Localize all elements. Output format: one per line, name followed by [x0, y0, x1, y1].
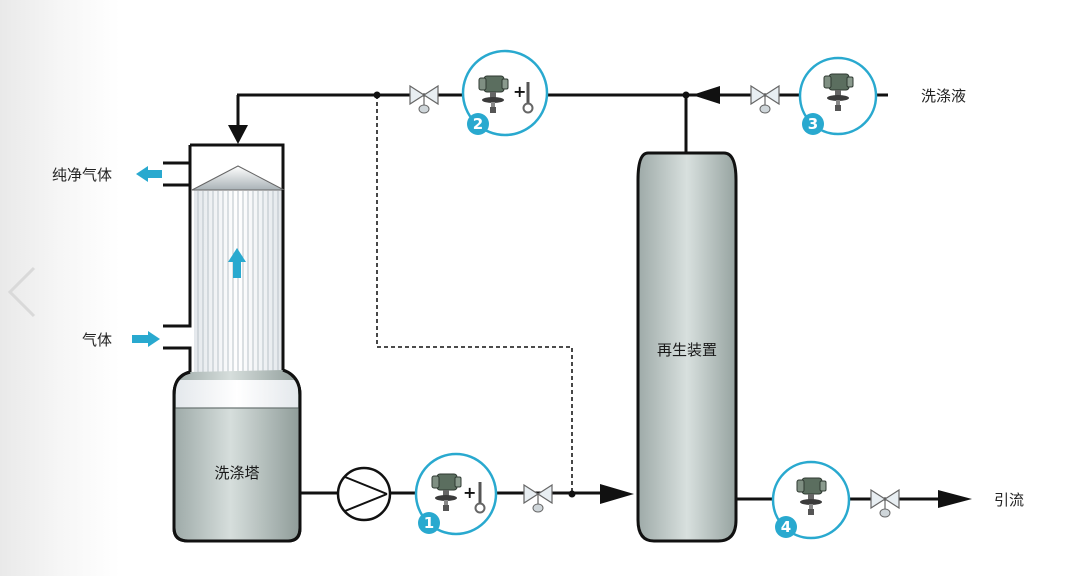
- svg-text:+: +: [513, 82, 526, 101]
- up-arrow-shaft: [233, 262, 241, 278]
- instrument-badge: [418, 512, 440, 534]
- instrument-badge: [467, 113, 489, 135]
- instrument-1[interactable]: + 1: [414, 452, 498, 536]
- regenerator-vessel: [636, 151, 738, 543]
- arrow-right-icon: [600, 484, 634, 504]
- pump-icon: [336, 466, 392, 522]
- instrument-4[interactable]: 4: [771, 460, 851, 540]
- pipes: [236, 93, 940, 501]
- instrument-number: 2: [473, 115, 483, 133]
- valve-icon[interactable]: [409, 85, 439, 114]
- instrument-badge: [775, 516, 797, 538]
- arrow-up-icon: [228, 248, 246, 262]
- pure-gas-arrow-icon: [136, 166, 162, 182]
- instrument-number: 1: [424, 514, 434, 532]
- scrubber-tower: [163, 143, 302, 543]
- junction-dot: [373, 91, 381, 99]
- instrument-number: 4: [781, 518, 791, 536]
- valve-icon[interactable]: [523, 484, 553, 513]
- gas-label: 气体: [82, 331, 112, 349]
- wash-liquid-label: 洗涤液: [921, 87, 966, 105]
- junction-dot: [568, 490, 576, 498]
- chevron-left-icon[interactable]: [7, 266, 36, 318]
- pure-gas-label: 纯净气体: [52, 166, 112, 184]
- instrument-2[interactable]: + 2: [461, 49, 549, 137]
- valve-icon[interactable]: [750, 85, 780, 114]
- arrow-left-icon: [692, 86, 720, 104]
- scrubber-label: 洗涤塔: [214, 464, 259, 482]
- instrument-number: 3: [808, 115, 818, 133]
- svg-text:+: +: [463, 483, 476, 502]
- distributor-cone: [191, 165, 285, 191]
- valve-icon[interactable]: [870, 489, 900, 518]
- instrument-3[interactable]: 3: [798, 56, 878, 136]
- arrow-right-icon: [938, 490, 972, 508]
- control-signal-line: [376, 95, 573, 493]
- junction-dot: [682, 91, 690, 99]
- regenerator-label: 再生装置: [657, 341, 717, 359]
- gas-in-arrow-icon: [132, 331, 160, 347]
- instrument-badge: [802, 113, 824, 135]
- arrow-down-icon: [228, 125, 248, 144]
- drain-label: 引流: [994, 491, 1024, 509]
